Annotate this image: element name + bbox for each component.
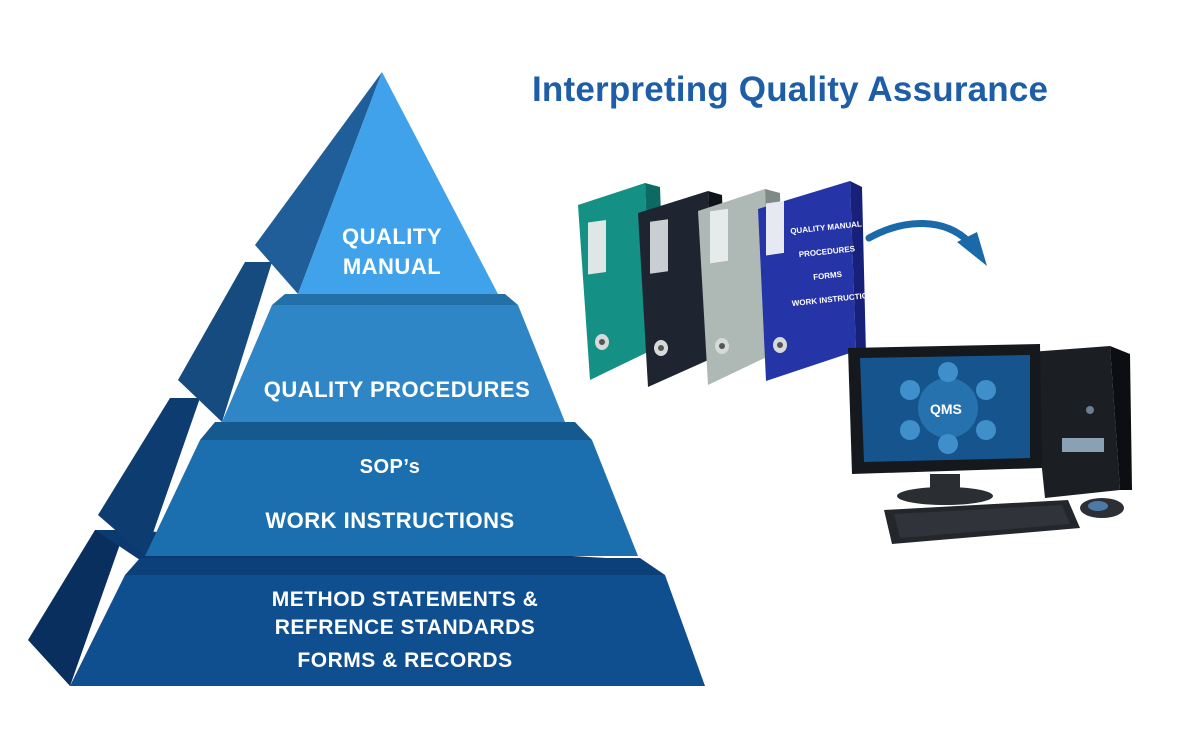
tier3-side	[98, 398, 200, 556]
tier1-side	[255, 72, 382, 294]
tier4-label-line2: REFRENCE STANDARDS	[274, 616, 536, 639]
computer-monitor: QMS	[848, 344, 1042, 505]
tier4-front	[70, 575, 705, 686]
quality-pyramid	[28, 72, 705, 686]
tier2-label: QUALITY PROCEDURES	[263, 377, 531, 402]
tier3-front	[145, 440, 638, 556]
tier4-top	[125, 558, 665, 575]
tier1-line1: QUALITY	[341, 224, 443, 249]
computer-tower	[1030, 346, 1132, 498]
tier2-front	[222, 305, 565, 422]
binder-blue: QUALITY MANUAL PROCEDURES FORMS WORK INS…	[758, 181, 870, 381]
page-title: Interpreting Quality Assurance	[532, 70, 1049, 109]
binders-illustration: QUALITY MANUAL PROCEDURES FORMS WORK INS…	[578, 181, 870, 387]
arrow-icon	[865, 220, 987, 266]
tier4-side	[28, 530, 125, 686]
qms-label: QMS	[930, 401, 962, 417]
computer-keyboard	[884, 500, 1080, 544]
tier3-label-sops: SOP’s	[359, 456, 421, 478]
tier2-top	[272, 294, 518, 305]
tier4-label-line1: METHOD STATEMENTS &	[271, 588, 539, 611]
binder-label-3: FORMS	[813, 270, 843, 282]
tier3-label-work-instructions: WORK INSTRUCTIONS	[265, 508, 515, 533]
tier1-line2: MANUAL	[342, 254, 442, 279]
tier1-front	[298, 72, 498, 294]
computer-illustration: QMS	[848, 344, 1132, 544]
tier2-side	[178, 262, 272, 422]
tier3-top	[200, 422, 592, 440]
tier1-label: QUALITY MANUAL	[300, 222, 484, 282]
tier4-label-line3: FORMS & RECORDS	[297, 649, 513, 672]
